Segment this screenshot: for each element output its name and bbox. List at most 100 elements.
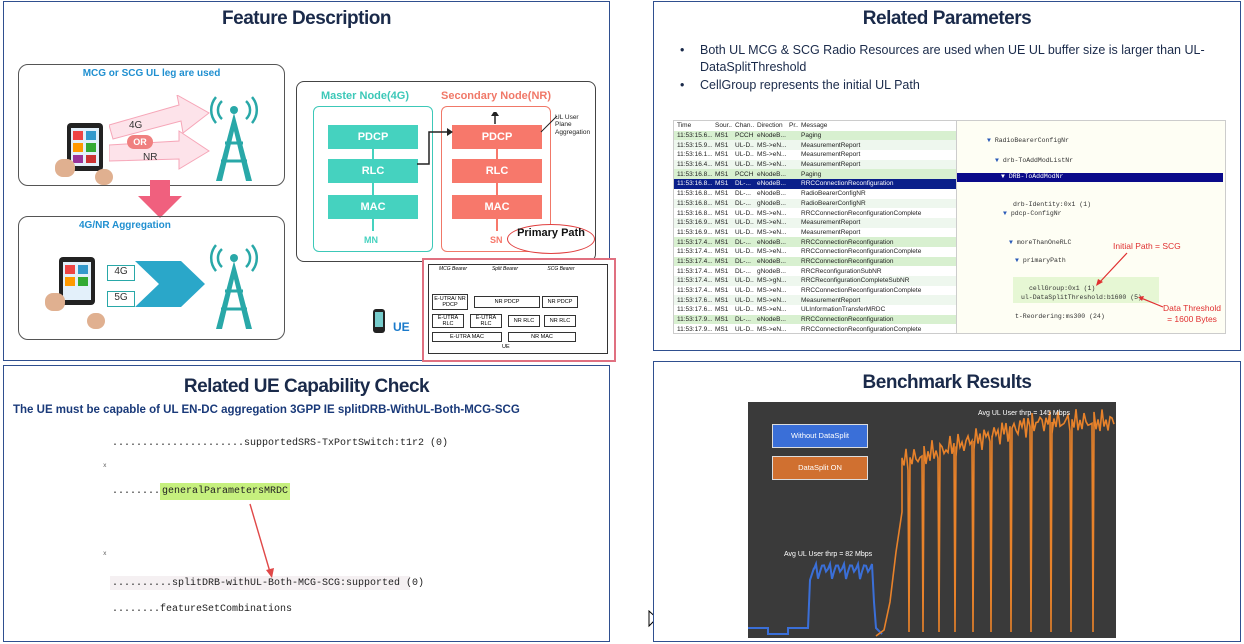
log-cell: MeasurementReport xyxy=(801,151,861,159)
params-title: Related Parameters xyxy=(862,8,1032,29)
tree-node[interactable]: ▼ drb-ToAddModListNr xyxy=(995,157,1074,164)
log-cell: DL-... xyxy=(735,199,751,207)
log-cell: RRCConnectionReconfiguration xyxy=(801,257,894,265)
log-cell: eNodeB... xyxy=(757,238,786,246)
col-header[interactable]: Message xyxy=(801,122,828,130)
ul-user-plane-label: UL User Plane Aggregation xyxy=(555,114,591,136)
mcg-bearer-label: MCG Bearer xyxy=(438,266,468,272)
tree-node: drb-Identity:0x1 (1) xyxy=(1013,201,1092,208)
log-cell: UL-D... xyxy=(735,141,754,149)
initial-path-arrow xyxy=(1096,252,1128,286)
log-cell: MS1 xyxy=(715,132,729,140)
log-cell: MS1 xyxy=(715,151,729,159)
log-cell: DL-... xyxy=(735,238,751,246)
log-cell: MS1 xyxy=(715,325,729,333)
log-cell: PCCH xyxy=(735,132,754,140)
mn-label: MN xyxy=(364,235,378,245)
capability-line-2: ........generalParametersMRDC xyxy=(112,483,291,500)
tree-node[interactable]: ▼ moreThanOneRLC xyxy=(1009,239,1072,246)
ue-eutra-rlc-split: E-UTRA RLC xyxy=(470,314,502,328)
log-cell xyxy=(786,140,798,150)
log-cell: MS1 xyxy=(715,199,729,207)
leg-arrows-icon xyxy=(109,95,210,170)
capability-title: Related UE Capability Check xyxy=(183,376,430,397)
mn-rlc: RLC xyxy=(328,159,418,183)
capability-arrow xyxy=(249,503,274,578)
log-cell: MS->eN... xyxy=(757,209,786,217)
log-cell: 11:53:16.8... xyxy=(677,170,712,178)
log-cell: MS->eN... xyxy=(757,141,786,149)
log-cell: UL-D... xyxy=(735,161,754,169)
hand-icon-3 xyxy=(87,313,105,329)
capability-subtitle: The UE must be capable of UL EN-DC aggre… xyxy=(13,404,520,416)
log-cell: 11:53:16.8... xyxy=(677,209,712,217)
message-log[interactable]: Time Sour... Chan... Direction Pr... Mes… xyxy=(673,120,957,334)
col-header[interactable]: Pr... xyxy=(789,122,798,130)
ue-nr-mac: NR MAC xyxy=(508,332,576,342)
tree-node[interactable]: ▼ primaryPath xyxy=(1015,257,1066,264)
log-cell: MS1 xyxy=(715,180,729,188)
log-cell: MS1 xyxy=(715,170,729,178)
hand-icon-2 xyxy=(45,293,65,311)
ue-eutra-nr-pdcp: E-UTRA/ NR PDCP xyxy=(432,294,468,310)
capability-code-box: ......................supportedSRS-TxPor… xyxy=(100,428,448,636)
col-header[interactable]: Time xyxy=(677,122,692,130)
log-cell: MS1 xyxy=(715,306,729,314)
log-cell: 11:53:16.9... xyxy=(677,228,712,236)
master-node-box: PDCP RLC MAC MN xyxy=(313,106,433,252)
log-cell: DL-... xyxy=(735,267,751,275)
tree-node[interactable]: ▼ pdcp-ConfigNr xyxy=(1003,210,1062,217)
log-cell: MeasurementReport xyxy=(801,296,861,304)
log-cell: UL-D... xyxy=(735,151,754,159)
aggregation-label: 4G/NR Aggregation xyxy=(79,220,171,231)
cell-tower-icon-2 xyxy=(209,244,259,329)
tree-node-selected[interactable]: ▼ DRB-ToAddModNr xyxy=(957,173,1223,182)
log-cell: 11:53:17.6... xyxy=(677,296,712,304)
ue-label: UE xyxy=(393,320,410,334)
sn-label: SN xyxy=(490,235,503,245)
col-header[interactable]: Direction xyxy=(757,122,783,130)
capability-line-1: ......................supportedSRS-TxPor… xyxy=(112,438,449,449)
log-cell: RRCReconfigurationSubNR xyxy=(801,267,882,275)
tablet-icon-2 xyxy=(59,257,95,305)
col-header[interactable]: Sour... xyxy=(715,122,732,130)
log-cell xyxy=(786,199,798,209)
ue-protocol-diagram: MCG Bearer Split Bearer SCG Bearer E-UTR… xyxy=(422,258,616,362)
log-cell: RRCConnectionReconfiguration xyxy=(801,180,894,188)
log-cell: 11:53:16.8... xyxy=(677,199,712,207)
log-cell: 11:53:17.9... xyxy=(677,316,712,324)
log-cell: MS1 xyxy=(715,257,729,265)
log-cell: MS->eN... xyxy=(757,151,786,159)
log-cell: MS->eN... xyxy=(757,161,786,169)
log-cell xyxy=(786,286,798,296)
tree-node[interactable]: ▼ RadioBearerConfigNr xyxy=(987,137,1069,144)
log-cell: MS->eN... xyxy=(757,248,786,256)
scg-bearer-label: SCG Bearer xyxy=(547,266,575,272)
col-header[interactable]: Chan... xyxy=(735,122,754,130)
feature-title: Feature Description xyxy=(222,8,391,29)
log-cell: eNodeB... xyxy=(757,316,786,324)
log-cell: RRCReconfigurationCompleteSubNR xyxy=(801,277,910,285)
log-cell: MeasurementReport xyxy=(801,228,861,236)
